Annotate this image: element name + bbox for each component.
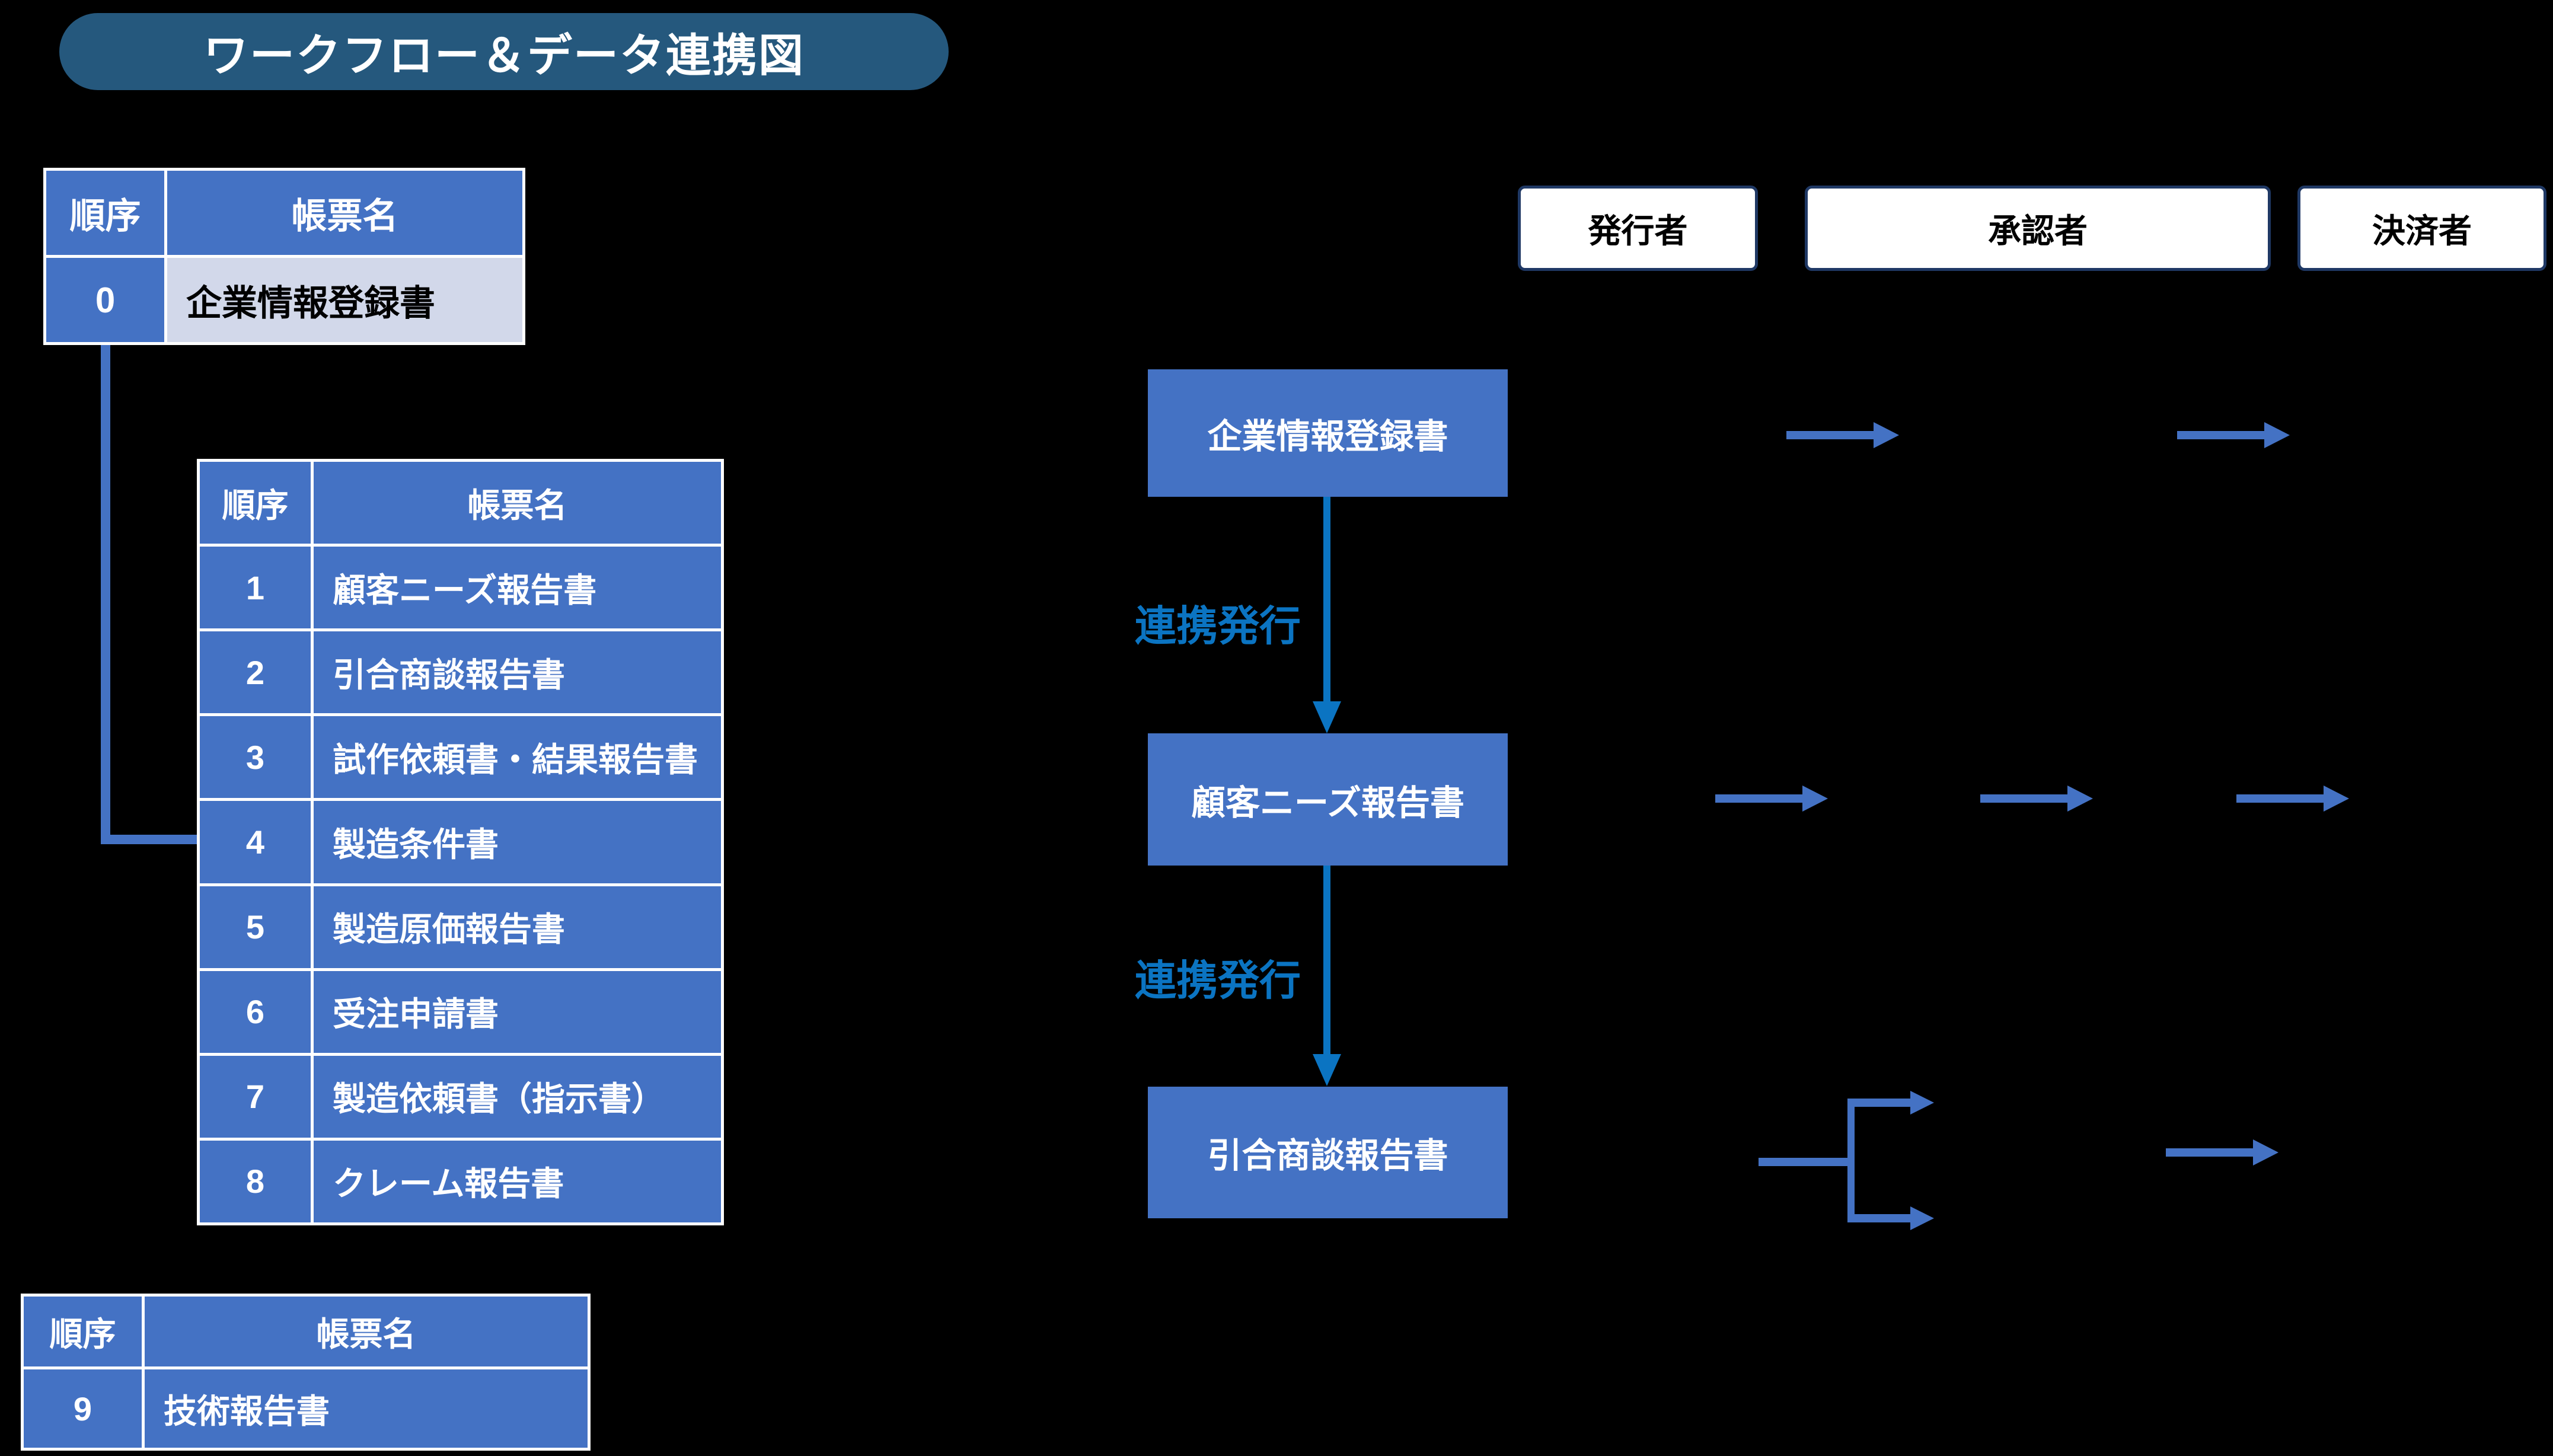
arrow-line	[1323, 497, 1330, 701]
table-row-order: 3	[200, 716, 311, 799]
table-forms: 順序 帳票名 1 顧客ニーズ報告書 2 引合商談報告書 3 試作依頼書・結果報告…	[197, 459, 724, 1225]
right-arrow-icon	[1980, 786, 2093, 812]
table-registration: 順序 帳票名 0 企業情報登録書	[43, 168, 525, 345]
table-row-order: 2	[200, 631, 311, 714]
table-row-form-name: クレーム報告書	[314, 1140, 721, 1222]
flow-box-customer-needs: 顧客ニーズ報告書	[1148, 733, 1508, 866]
role-header-issuer: 発行者	[1518, 186, 1758, 271]
table-row-form-name: 技術報告書	[145, 1369, 588, 1448]
table-row-form-name: 製造原価報告書	[314, 886, 721, 968]
arrow-head	[2324, 786, 2349, 812]
elbow-connector-horizontal	[101, 835, 197, 844]
table-row-order: 0	[46, 258, 164, 342]
arrow-tail	[1715, 794, 1802, 803]
linked-issue-label: 連携発行	[1135, 603, 1301, 649]
linked-issue-label: 連携発行	[1135, 957, 1301, 1004]
arrow-head	[2264, 422, 2290, 448]
table-row-form-name: 製造条件書	[314, 801, 721, 883]
arrow-head	[2067, 786, 2093, 812]
table-row-order: 8	[200, 1140, 311, 1222]
table-row-form-name: 試作依頼書・結果報告書	[314, 716, 721, 799]
fork-right-arrow-icon	[1851, 1091, 1934, 1115]
arrow-tail	[2177, 431, 2264, 439]
arrow-head	[1802, 786, 1828, 812]
right-arrow-icon	[2177, 422, 2290, 448]
arrow-head	[2253, 1139, 2278, 1166]
column-header-form-name: 帳票名	[314, 462, 721, 544]
arrow-head	[1313, 701, 1341, 733]
role-header-approver: 承認者	[1805, 186, 2271, 271]
fork-vertical-line	[1847, 1099, 1855, 1222]
page-title: ワークフロー＆データ連携図	[59, 13, 949, 90]
right-arrow-icon	[1715, 786, 1828, 812]
column-header-order: 順序	[46, 171, 164, 255]
right-arrow-icon	[2166, 1139, 2278, 1166]
table-row-order: 1	[200, 547, 311, 629]
table-row-order: 9	[24, 1369, 142, 1448]
flow-box-inquiry-negotiation: 引合商談報告書	[1148, 1087, 1508, 1218]
elbow-connector-vertical	[101, 345, 110, 844]
table-row-order: 7	[200, 1055, 311, 1138]
arrow-line	[1323, 866, 1330, 1054]
arrow-tail	[2166, 1148, 2253, 1157]
table-technical: 順序 帳票名 9 技術報告書	[21, 1294, 591, 1451]
table-row-form-name: 引合商談報告書	[314, 631, 721, 714]
table-row-order: 4	[200, 801, 311, 883]
down-arrow-icon	[1313, 866, 1341, 1086]
arrow-head	[1910, 1206, 1934, 1230]
column-header-form-name: 帳票名	[167, 171, 522, 255]
arrow-tail	[1980, 794, 2067, 803]
table-row-form-name: 企業情報登録書	[167, 258, 522, 342]
arrow-tail	[1786, 431, 1874, 439]
fork-right-arrow-icon	[1851, 1206, 1934, 1230]
right-arrow-icon	[2236, 786, 2349, 812]
role-header-settler: 決済者	[2297, 186, 2546, 271]
arrow-head	[1910, 1091, 1934, 1115]
column-header-order: 順序	[24, 1297, 142, 1366]
table-row-form-name: 顧客ニーズ報告書	[314, 547, 721, 629]
arrow-head	[1313, 1054, 1341, 1086]
down-arrow-icon	[1313, 497, 1341, 733]
arrow-tail	[1851, 1099, 1910, 1107]
table-row-form-name: 製造依頼書（指示書）	[314, 1055, 721, 1138]
table-row-form-name: 受注申請書	[314, 970, 721, 1053]
right-arrow-icon	[1786, 422, 1899, 448]
arrow-tail	[1851, 1214, 1910, 1222]
flow-box-company-registration: 企業情報登録書	[1148, 369, 1508, 497]
table-row-order: 5	[200, 886, 311, 968]
fork-stub-line	[1759, 1158, 1847, 1166]
arrow-head	[1874, 422, 1899, 448]
column-header-form-name: 帳票名	[145, 1297, 588, 1366]
table-row-order: 6	[200, 970, 311, 1053]
column-header-order: 順序	[200, 462, 311, 544]
arrow-tail	[2236, 794, 2324, 803]
